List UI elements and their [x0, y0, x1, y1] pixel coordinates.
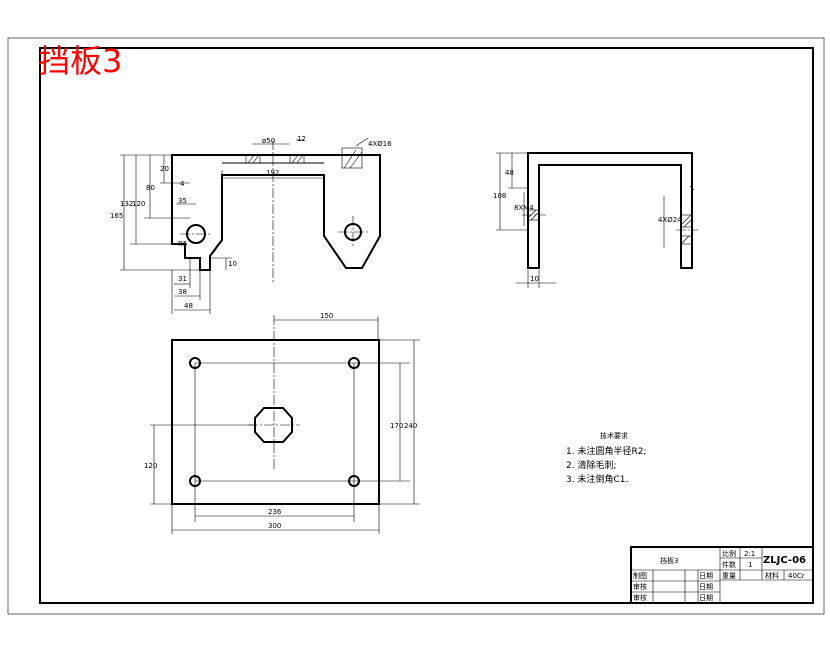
dim-132: 132 — [120, 200, 133, 208]
plan-dim-170: 170 — [390, 422, 403, 430]
dim-4: 4 — [180, 180, 185, 188]
tech-note-1: 1. 未注圆角半径R2; — [566, 445, 646, 457]
side-view-outline — [527, 152, 693, 269]
tb-material-value: 40Cr — [788, 572, 805, 580]
dim-phi50: ø50 — [262, 137, 275, 145]
tb-part-name: 挡板3 — [660, 556, 678, 565]
dim-38: 38 — [178, 288, 187, 296]
dim-12: 12 — [297, 135, 306, 143]
inner-border — [39, 47, 814, 604]
tech-note-2: 2. 清除毛刺; — [566, 459, 616, 471]
tb-material-label: 材料 — [765, 571, 779, 580]
plan-center-hole — [254, 407, 293, 443]
dim-35: 35 — [178, 197, 187, 205]
plan-dim-120: 120 — [144, 462, 157, 470]
top-hatch — [245, 147, 363, 169]
dim-r5: R5 — [178, 240, 187, 248]
front-view: ø50 12 4XØ16 20 80 120 132 165 4 192 35 … — [110, 135, 392, 314]
side-dim-108: 108 — [493, 192, 506, 200]
tb-scale-label: 比例 — [722, 549, 736, 558]
tb-check-label: 审核 — [633, 582, 647, 591]
tb-date-2: 日期 — [699, 583, 713, 591]
plan-dim-300: 300 — [268, 522, 281, 530]
dim-165: 165 — [110, 212, 123, 220]
plan-view: 150 170 240 120 236 300 — [144, 312, 420, 534]
side-dim-48: 48 — [505, 169, 514, 177]
plan-dim-236: 236 — [268, 508, 282, 516]
tb-draw-label: 制图 — [633, 571, 647, 580]
dim-120: 120 — [132, 200, 145, 208]
dim-48: 48 — [184, 302, 193, 310]
dim-192: 192 — [266, 169, 279, 177]
side-dim-4xphi24: 4XØ24 — [658, 216, 682, 224]
side-view: 48 108 8XM4 4XØ24 10 — [493, 152, 698, 288]
dim-31: 31 — [178, 275, 187, 283]
plan-hole-tl — [189, 357, 201, 369]
side-dim-10: 10 — [530, 275, 539, 283]
title-block: 挡板3 比例 2:1 件数 1 重量 ZLJC-06 材料 40Cr 制图 审核… — [630, 546, 814, 604]
dim-10: 10 — [228, 260, 237, 268]
tb-count-value: 1 — [748, 561, 752, 569]
tb-count-label: 件数 — [722, 560, 736, 569]
tb-drawing-no: ZLJC-06 — [763, 555, 806, 566]
tb-approve-label: 审核 — [633, 593, 647, 602]
tb-date-3: 日期 — [699, 594, 713, 602]
plan-dim-150: 150 — [320, 312, 333, 320]
plan-outline — [171, 339, 380, 505]
dim-holes: 4XØ16 — [368, 140, 392, 148]
tb-scale-value: 2:1 — [744, 550, 755, 558]
outer-frame — [7, 37, 825, 615]
dim-20: 20 — [160, 165, 169, 173]
dim-80: 80 — [146, 184, 155, 192]
tech-notes-heading: 技术要求 — [600, 431, 628, 440]
plan-dim-240: 240 — [404, 422, 417, 430]
tech-notes: 技术要求 1. 未注圆角半径R2; 2. 清除毛刺; 3. 未注倒角C1. — [566, 431, 646, 485]
front-view-outline — [171, 154, 381, 271]
side-dim-8xm4: 8XM4 — [514, 204, 534, 212]
tb-weight-label: 重量 — [722, 572, 736, 580]
tech-note-3: 3. 未注倒角C1. — [566, 473, 628, 485]
tb-date-1: 日期 — [699, 572, 713, 580]
drawing-title: 挡板3 — [38, 42, 122, 80]
